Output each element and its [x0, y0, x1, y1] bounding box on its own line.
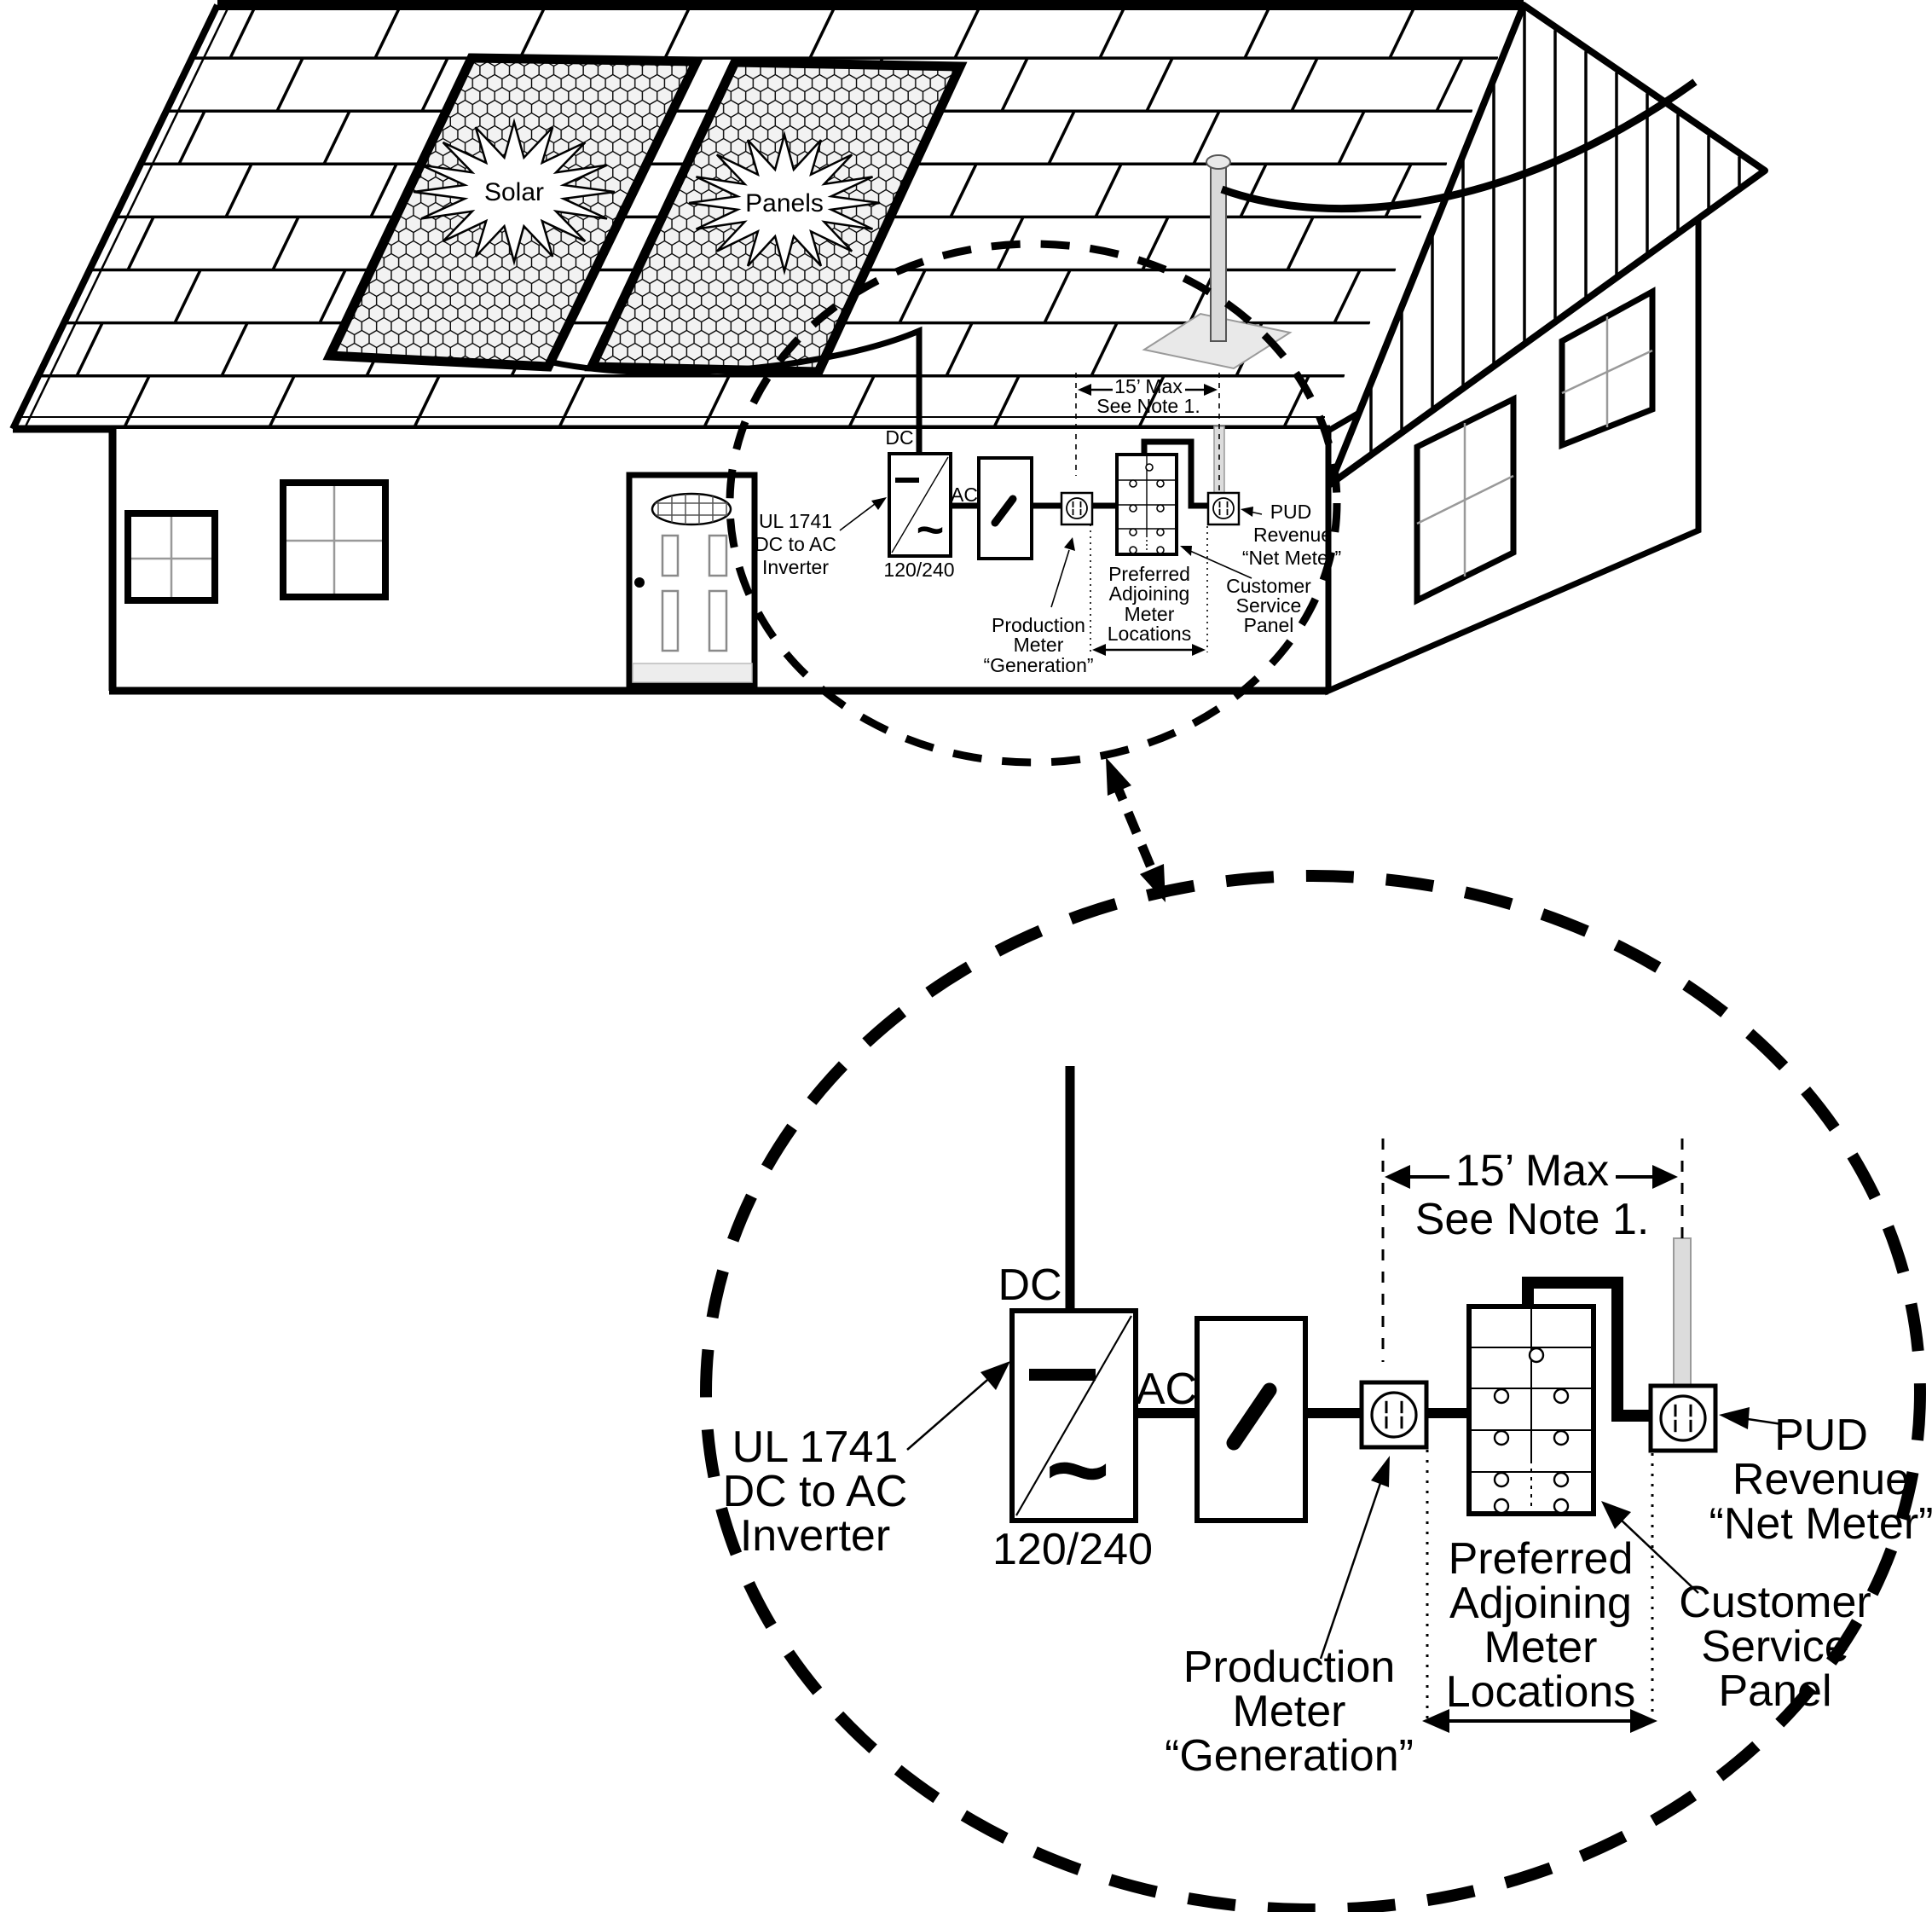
- dim-note-detail: See Note 1.: [1415, 1195, 1650, 1244]
- side-window-right: [1559, 287, 1656, 450]
- label-line: PUD: [1774, 1411, 1868, 1460]
- dim-15max-overview: 15’ Max: [1114, 375, 1183, 397]
- ac-label-overview: AC: [951, 484, 978, 506]
- customer-callout-detail: Customer Service Panel: [1601, 1501, 1871, 1716]
- dim-note-overview: See Note 1.: [1096, 395, 1200, 417]
- customer-callout-overview: Customer Service Panel: [1180, 546, 1311, 636]
- label-line: Panel: [1244, 614, 1294, 636]
- ac-disconnect-detail: [1194, 1316, 1308, 1523]
- label-line: DC to AC: [755, 533, 836, 555]
- label-line: Meter: [1125, 603, 1175, 625]
- net-meter-overview: [1206, 491, 1241, 526]
- service-drop-wire: [1220, 78, 1698, 213]
- ac-label-detail: AC: [1136, 1364, 1197, 1414]
- label-line: Customer: [1226, 575, 1311, 597]
- label-line: “Generation”: [983, 654, 1093, 676]
- label-line: Revenue: [1732, 1455, 1910, 1504]
- dimension-15ft-detail: 15’ Max See Note 1.: [1381, 1139, 1684, 1362]
- door-fan-window: [651, 492, 732, 526]
- label-line: Preferred: [1449, 1534, 1634, 1584]
- label-line: Customer: [1679, 1578, 1871, 1627]
- label-line: Adjoining: [1449, 1579, 1632, 1628]
- mast-cap: [1206, 154, 1231, 170]
- front-window-right: [280, 479, 389, 600]
- solar-panel-left: Solar: [322, 53, 704, 372]
- solar-panel-right: Panels: [584, 57, 968, 377]
- label-line: Adjoining: [1109, 582, 1190, 605]
- meter-bank-overview: [1115, 453, 1178, 556]
- label-line: Meter: [1014, 634, 1064, 656]
- label-line: Locations: [1446, 1667, 1636, 1717]
- label-line: Preferred: [1108, 563, 1190, 585]
- label-line: DC to AC: [723, 1467, 908, 1516]
- inverter-tilde-overview: ~: [917, 502, 945, 556]
- detail-view: DC ~ 120/240 AC: [700, 870, 1932, 1912]
- label-line: UL 1741: [732, 1422, 899, 1472]
- inverter-callout-detail: UL 1741 DC to AC Inverter: [723, 1361, 1010, 1561]
- label-line: “Net Meter”: [1709, 1499, 1932, 1549]
- label-line: Production: [1183, 1643, 1396, 1692]
- label-line: Inverter: [740, 1511, 890, 1561]
- bank-feeder-wire-overview: [1141, 438, 1208, 509]
- dimension-15ft-overview: 15’ Max See Note 1.: [1075, 373, 1220, 491]
- label-line: Revenue: [1253, 524, 1332, 546]
- house: Solar Panels: [9, 0, 1768, 696]
- inverter-tilde-detail: ~: [1045, 1407, 1110, 1532]
- entry-door: [626, 472, 758, 688]
- adjoining-callout-detail: Preferred Adjoining Meter Locations: [1446, 1534, 1636, 1717]
- label-line: PUD: [1270, 501, 1312, 523]
- adjoining-span-detail: [1422, 1450, 1657, 1733]
- label-line: Service: [1701, 1622, 1848, 1672]
- label-line: Meter: [1484, 1623, 1598, 1672]
- gable-siding: [1327, 2, 1768, 488]
- production-callout-detail: Production Meter “Generation”: [1165, 1456, 1414, 1781]
- panels-label: Panels: [745, 189, 824, 217]
- voltage-label-detail: 120/240: [992, 1525, 1153, 1574]
- label-line: Inverter: [762, 556, 829, 578]
- production-meter-overview: [1060, 491, 1094, 526]
- front-window-left: [124, 510, 218, 604]
- dim-15max-detail: 15’ Max: [1455, 1146, 1609, 1196]
- dc-label-detail: DC: [998, 1260, 1061, 1310]
- voltage-label-overview: 120/240: [883, 559, 954, 581]
- inverter-box-detail: ~: [1009, 1308, 1138, 1532]
- label-line: “Generation”: [1165, 1731, 1414, 1781]
- bank-feeder-wire-detail: [1522, 1277, 1651, 1422]
- solar-starburst: [413, 118, 616, 266]
- label-line: Meter: [1233, 1687, 1346, 1736]
- door-knob: [634, 577, 645, 588]
- dc-label-overview: DC: [885, 426, 913, 449]
- meter-bank-detail: [1466, 1304, 1596, 1516]
- ac-disconnect-overview: [977, 456, 1033, 560]
- label-line: Locations: [1108, 623, 1191, 645]
- solar-label: Solar: [484, 178, 544, 206]
- wall-metering-diagram: DC ~ 120/240 AC: [552, 326, 1341, 676]
- label-line: Panel: [1719, 1666, 1832, 1716]
- adjoining-span-overview: [1090, 524, 1208, 656]
- dc-wire: [552, 326, 923, 454]
- zoom-connector-arrow: [1106, 757, 1166, 902]
- roof-left-rake: [9, 3, 221, 431]
- inverter-callout-overview: UL 1741 DC to AC Inverter: [755, 497, 887, 578]
- panels-starburst: [688, 130, 881, 275]
- inverter-box-overview: ~: [888, 452, 952, 558]
- door-kick-plate: [632, 663, 753, 683]
- production-callout-overview: Production Meter “Generation”: [983, 537, 1094, 676]
- front-wall: [108, 429, 1332, 695]
- side-window-left: [1414, 394, 1517, 605]
- service-conduit-detail: [1673, 1237, 1692, 1388]
- pud-callout-detail: PUD Revenue “Net Meter”: [1709, 1407, 1932, 1549]
- label-line: Production: [992, 614, 1085, 636]
- weatherhead: [1142, 78, 1698, 370]
- net-meter-detail: [1648, 1383, 1718, 1453]
- adjoining-callout-overview: Preferred Adjoining Meter Locations: [1108, 563, 1191, 645]
- zoom-ellipse-small: [726, 240, 1341, 767]
- label-line: UL 1741: [759, 510, 832, 532]
- zoom-ellipse-large: [700, 870, 1926, 1912]
- label-line: Service: [1236, 594, 1302, 617]
- production-meter-detail: [1359, 1380, 1429, 1450]
